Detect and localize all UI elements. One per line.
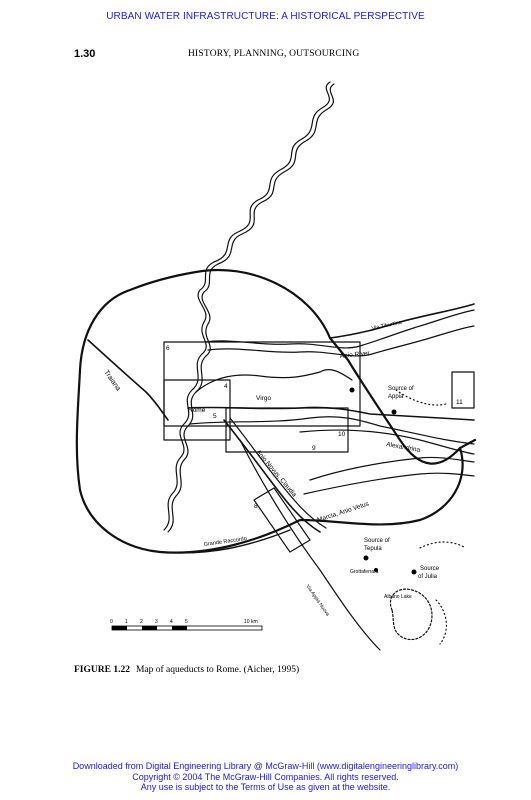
albano-lake	[389, 588, 433, 641]
scale-end-label: 10 km	[244, 619, 258, 625]
label-source-julia-1: Source	[420, 566, 440, 572]
label-source-julia-2: of Julia	[418, 574, 438, 580]
label-source-tepula-2: Tepula	[364, 546, 382, 552]
label-grande-raccordo: Grande Raccordo	[203, 536, 247, 548]
footer: Downloaded from Digital Engineering Libr…	[0, 761, 531, 793]
grande-raccordo-ring	[75, 268, 477, 554]
running-head: HISTORY, PLANNING, OUTSOURCING	[188, 49, 360, 59]
page-number: 1.30	[74, 48, 96, 60]
figure-caption: FIGURE 1.22 Map of aqueducts to Rome. (Ai…	[74, 665, 299, 675]
scale-tick: 1	[125, 619, 128, 625]
scale-tick: 3	[155, 619, 158, 625]
label-box-8: 8	[254, 503, 258, 510]
label-grottaferrata: Grottaferrata	[350, 569, 379, 575]
footer-line-terms: Any use is subject to the Terms of Use a…	[140, 782, 391, 792]
label-traiana: Traiana	[102, 369, 121, 392]
label-rome: Rome	[188, 407, 206, 414]
scale-tick: 0	[110, 619, 113, 625]
label-box-9: 9	[312, 445, 316, 452]
traiana-aqueduct	[87, 339, 169, 421]
label-alexandrina: Alexandrina	[386, 441, 421, 454]
scale-tick: 2	[140, 619, 143, 625]
top-banner: URBAN WATER INFRASTRUCTURE: A HISTORICAL…	[106, 11, 425, 22]
figure-label: FIGURE 1.22	[74, 665, 130, 675]
figure-caption-text: Map of aqueducts to Rome. (Aicher, 1995)	[135, 665, 300, 675]
label-box-11: 11	[456, 399, 463, 406]
label-anio-river: Anio River	[339, 350, 370, 360]
scale-bar: 0 1 2 3 4 5 10 km	[110, 619, 263, 631]
footer-line-download[interactable]: Downloaded from Digital Engineering Libr…	[72, 761, 459, 771]
tiber-river	[163, 81, 331, 531]
label-via-tiburtina: Via Tiburtina	[371, 320, 403, 332]
footer-line-copyright: Copyright © 2004 The McGraw-Hill Compani…	[132, 771, 399, 782]
label-albano-lake: Albano Lake	[384, 594, 412, 600]
label-box-10: 10	[338, 431, 346, 438]
label-box-4: 4	[224, 383, 228, 390]
label-source-tepula-1: Source of	[364, 538, 390, 544]
anio-river	[205, 309, 475, 349]
label-via-appia-nuova: Via Appia Nuova	[304, 584, 330, 618]
label-source-appia-1: Source of	[388, 386, 414, 392]
scale-tick: 4	[170, 619, 173, 625]
scale-tick: 5	[185, 619, 188, 625]
label-box-5: 5	[213, 413, 217, 420]
label-source-appia-2: Appia	[388, 394, 404, 400]
label-marcia-anio-vetus: Marcia, Anio Vetus	[316, 500, 370, 524]
label-box-6: 6	[166, 345, 170, 352]
aqueduct-map: Traiana Via Tiburtina Anio River Virgo R…	[75, 81, 477, 651]
label-virgo: Virgo	[256, 395, 271, 402]
